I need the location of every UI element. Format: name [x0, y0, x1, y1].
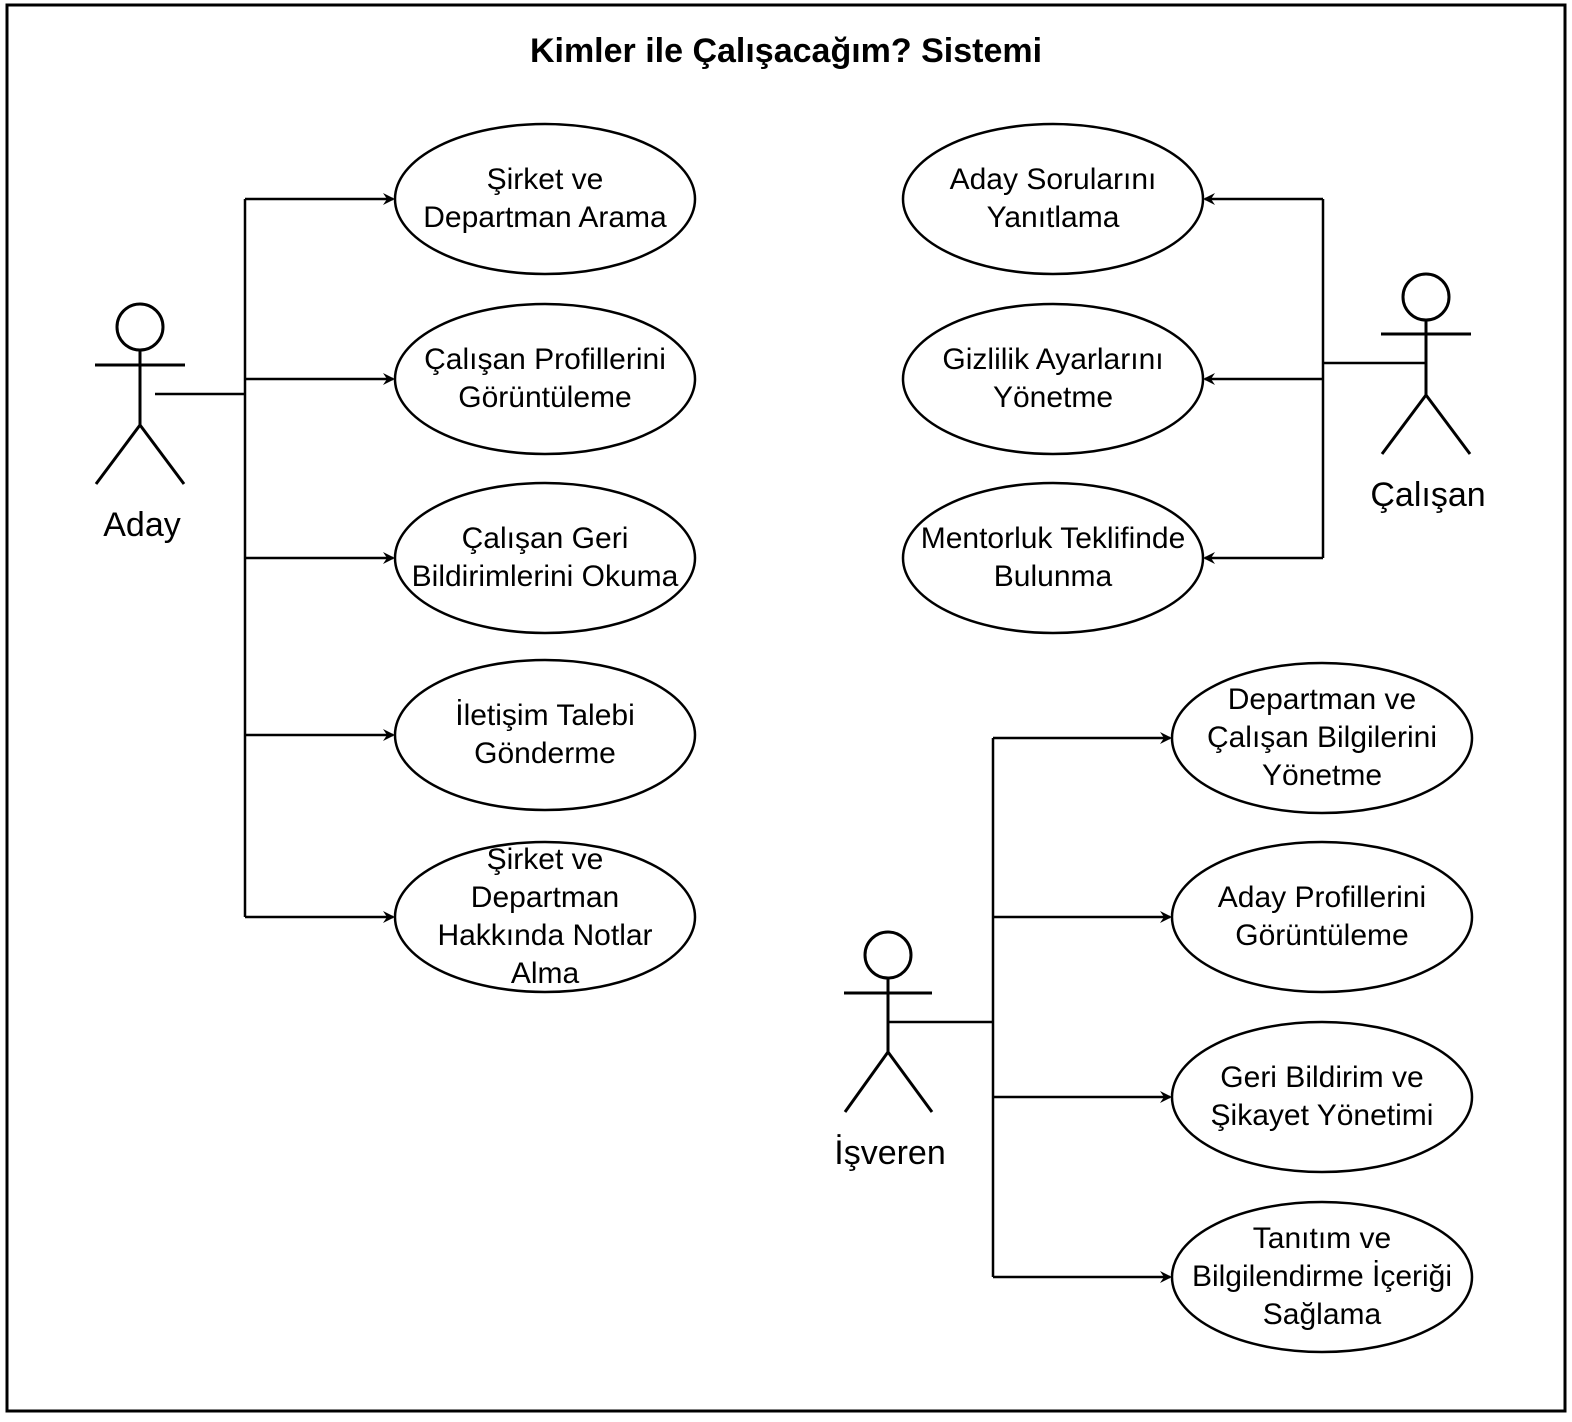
actor-label-aday: Aday [103, 506, 181, 544]
use-case-ellipse-aday-sorulari[interactable] [901, 122, 1205, 276]
use-case-ellipse-iletisim-talebi[interactable] [393, 658, 697, 812]
aday-connectors [155, 193, 395, 923]
actor-isveren-figure[interactable] [843, 930, 934, 1113]
actor-right-leg [886, 1051, 934, 1113]
use-case-ellipse-gizlilik[interactable] [901, 302, 1205, 456]
calisan-connectors [1203, 193, 1426, 564]
use-case-ellipse-calisan-profilleri[interactable] [393, 302, 697, 456]
actor-left-leg [94, 424, 142, 485]
actor-label-isveren: İşveren [834, 1134, 946, 1172]
actor-right-leg [138, 424, 186, 485]
actor-left-leg [843, 1051, 890, 1113]
diagram-title: Kimler ile Çalışacağım? Sistemi [529, 32, 1043, 70]
use-case-ellipse-sirket-departman-arama[interactable] [393, 122, 697, 276]
actor-head [1401, 272, 1451, 322]
use-case-ellipse-notlar-alma[interactable] [393, 840, 697, 994]
actor-head [863, 930, 913, 980]
system-boundary [5, 3, 1567, 1413]
actor-head [115, 302, 165, 352]
use-case-ellipse-calisan-geri-bildirim[interactable] [393, 481, 697, 635]
actor-right-leg [1424, 394, 1472, 455]
isveren-connectors [888, 732, 1172, 1283]
actor-label-calisan: Çalışan [1370, 476, 1486, 514]
use-case-ellipse-aday-profilleri[interactable] [1170, 840, 1474, 994]
use-case-ellipse-geri-bildirim-sikayet[interactable] [1170, 1020, 1474, 1174]
actor-left-leg [1380, 394, 1428, 455]
actor-calisan-figure[interactable] [1380, 272, 1472, 455]
use-case-ellipse-tanitim[interactable] [1170, 1200, 1474, 1354]
use-case-ellipse-departman-calisan-bilgi[interactable] [1170, 661, 1474, 815]
use-case-ellipse-mentorluk[interactable] [901, 481, 1205, 635]
actor-aday-figure[interactable] [94, 302, 186, 485]
